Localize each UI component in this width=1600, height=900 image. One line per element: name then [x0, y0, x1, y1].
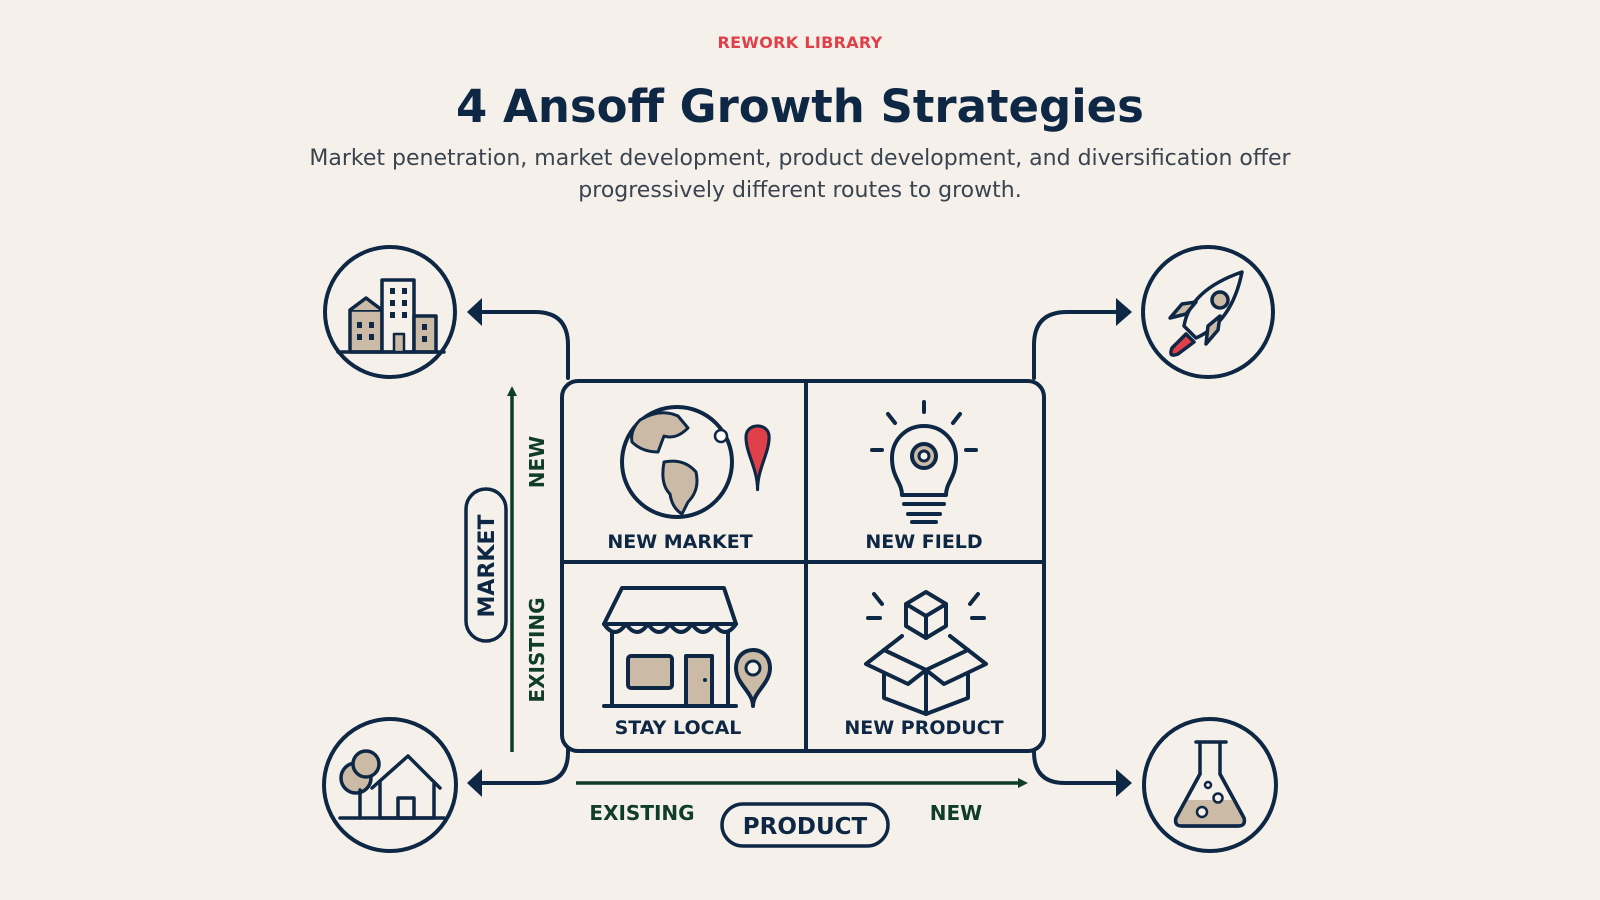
cell-label-new-field: NEW FIELD: [865, 531, 982, 553]
product-axis-high-label: NEW: [930, 801, 982, 825]
product-axis-label: PRODUCT: [743, 814, 868, 840]
lightbulb-gear-icon: [870, 400, 978, 524]
corner-connectors: [467, 298, 1132, 797]
globe-pin-icon: [620, 405, 771, 519]
market-axis-label: MARKET: [475, 515, 500, 618]
connector-bottom-right: [1032, 743, 1122, 785]
cell-label-new-market: NEW MARKET: [607, 531, 752, 553]
connector-top-left: [475, 310, 570, 380]
flask-icon: [1142, 717, 1278, 853]
storefront-icon: [602, 586, 772, 708]
product-axis: PRODUCT EXISTING NEW: [576, 778, 1028, 848]
house-tree-icon: [322, 717, 458, 853]
product-axis-pill: [720, 802, 890, 848]
cell-label-new-product: NEW PRODUCT: [844, 717, 1003, 739]
market-axis-high-label: NEW: [525, 436, 549, 488]
market-axis: MARKET NEW EXISTING: [464, 386, 549, 752]
kicker-label: REWORK LIBRARY: [717, 33, 883, 52]
arrowhead-top-left: [467, 298, 482, 326]
market-axis-pill: [464, 487, 508, 643]
buildings-icon: [323, 245, 457, 379]
rocket-icon: [1141, 245, 1275, 379]
arrowhead-top-right: [1116, 298, 1132, 326]
arrowhead-bottom-left: [467, 769, 482, 797]
product-axis-low-label: EXISTING: [589, 801, 694, 825]
cell-label-stay-local: STAY LOCAL: [615, 717, 742, 739]
market-axis-low-label: EXISTING: [525, 597, 549, 702]
page-title: 4 Ansoff Growth Strategies: [456, 80, 1144, 133]
page-subtitle: Market penetration, market development, …: [309, 146, 1291, 203]
open-box-icon: [864, 590, 988, 716]
connector-bottom-left: [475, 743, 570, 785]
arrowhead-bottom-right: [1116, 769, 1132, 797]
connector-top-right: [1032, 310, 1122, 380]
